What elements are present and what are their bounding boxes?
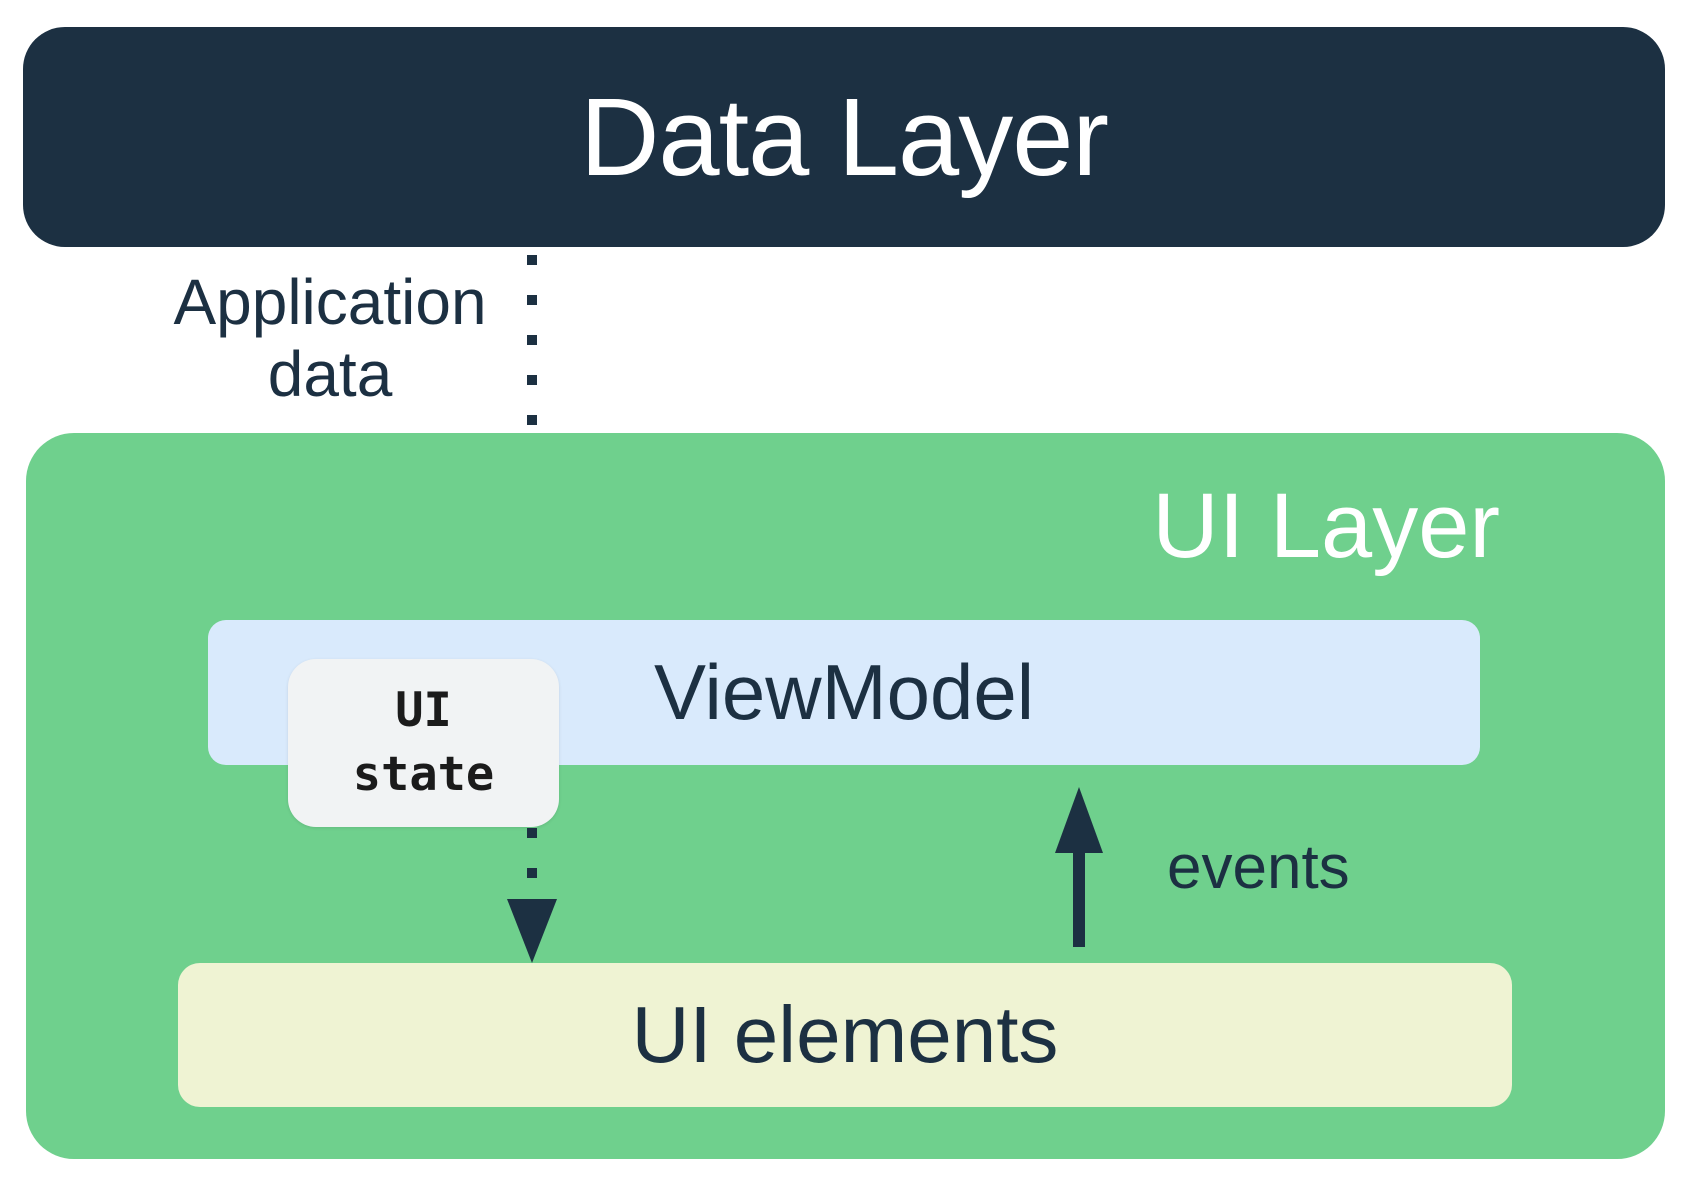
ui-layer-label: UI Layer bbox=[1152, 475, 1500, 577]
down-arrowhead-icon bbox=[507, 899, 557, 963]
ui-state-dotted-line bbox=[527, 828, 537, 896]
ui-elements-box: UI elements bbox=[178, 963, 1512, 1107]
application-data-line1: Application bbox=[173, 266, 487, 338]
data-layer-box: Data Layer bbox=[23, 27, 1665, 247]
ui-state-line1: UI bbox=[395, 683, 452, 738]
viewmodel-label: ViewModel bbox=[653, 648, 1035, 736]
events-label: events bbox=[1167, 833, 1350, 902]
application-data-annotation: Application data bbox=[130, 266, 530, 410]
events-up-arrow-icon bbox=[1073, 850, 1085, 947]
application-data-dotted-line bbox=[527, 255, 537, 555]
ui-state-badge: UI state bbox=[288, 659, 559, 827]
ui-state-line2: state bbox=[352, 747, 495, 802]
application-data-line2: data bbox=[267, 338, 393, 410]
ui-elements-label: UI elements bbox=[631, 990, 1059, 1079]
data-layer-label: Data Layer bbox=[579, 75, 1109, 199]
up-arrowhead-icon bbox=[1055, 787, 1103, 853]
